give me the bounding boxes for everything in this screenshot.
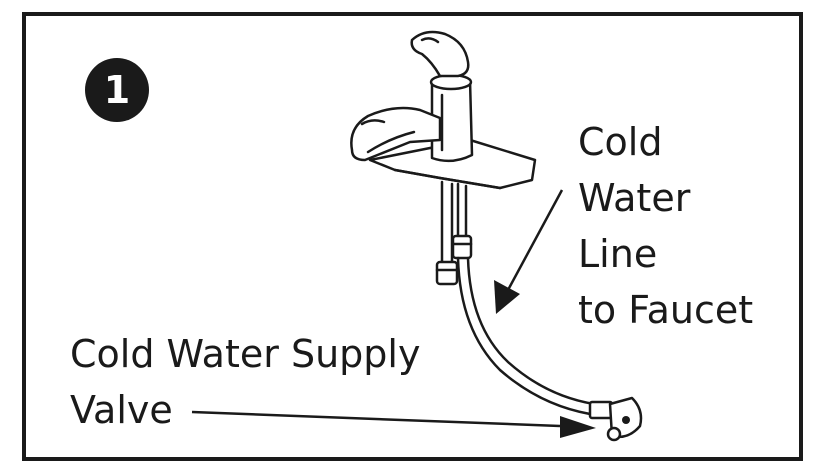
cold-water-line-label-line-1: Cold xyxy=(578,120,663,164)
cold-water-line-label-line-2: Water xyxy=(578,176,691,220)
cold-water-line-label-line-3: Line xyxy=(578,232,658,276)
supply-valve-nut xyxy=(588,400,614,420)
supply-valve-pointer-arrow xyxy=(191,410,596,438)
diagram-frame xyxy=(22,12,803,461)
cold-water-line-label-line-4: to Faucet xyxy=(578,288,754,332)
cold-line-fitting xyxy=(451,234,473,260)
cold-line-pointer-arrow xyxy=(494,189,564,314)
cold-water-line xyxy=(456,256,592,416)
supply-valve-label: Cold Water Supply Valve xyxy=(70,326,420,438)
supply-valve-label-line-1: Cold Water Supply xyxy=(70,332,421,376)
supply-valve-label-line-2: Valve xyxy=(70,388,173,432)
faucet-handle xyxy=(410,30,470,78)
hot-line-fitting xyxy=(435,260,459,286)
cold-water-line-label: Cold Water Line to Faucet xyxy=(578,114,753,338)
step-number-badge: 1 xyxy=(85,58,149,122)
